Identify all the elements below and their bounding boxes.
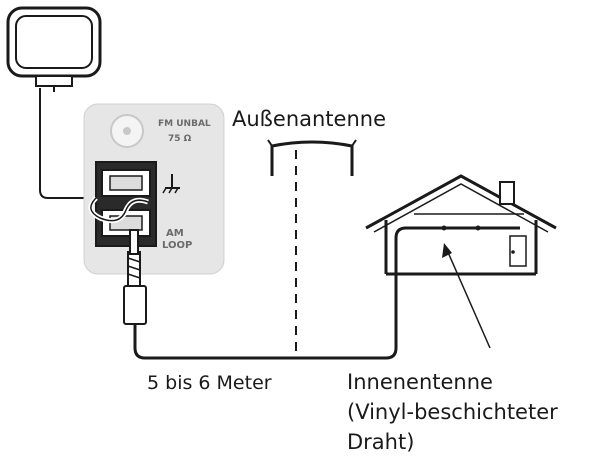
outdoor-antenna-label: Außenantenne <box>232 107 386 131</box>
house-icon <box>365 174 557 276</box>
indoor-antenna-label-line1: Innenentenne <box>347 370 493 394</box>
am-loop-antenna-icon <box>6 6 102 92</box>
outdoor-antenna-icon <box>267 139 357 358</box>
fm-coax-jack-icon <box>110 114 144 148</box>
rear-panel: FM UNBAL 75 Ω AM LOOP <box>83 103 225 275</box>
ground-icon <box>162 174 180 194</box>
indoor-antenna-label-line3: Draht) <box>347 430 414 454</box>
am-loop-wire <box>39 88 100 199</box>
loop-label: LOOP <box>162 240 192 251</box>
indoor-antenna-wire <box>133 226 520 360</box>
am-label: AM <box>166 228 184 239</box>
fm-unbal-label: FM UNBAL <box>158 119 211 129</box>
loop-wire-upper-outline <box>90 197 149 222</box>
distance-label: 5 bis 6 Meter <box>147 372 272 394</box>
indoor-antenna-label-line2: (Vinyl-beschichteter <box>347 400 558 424</box>
indoor-antenna-arrow-icon <box>442 243 491 349</box>
antenna-plug-icon <box>123 229 147 325</box>
fm-impedance-label: 75 Ω <box>168 134 192 144</box>
